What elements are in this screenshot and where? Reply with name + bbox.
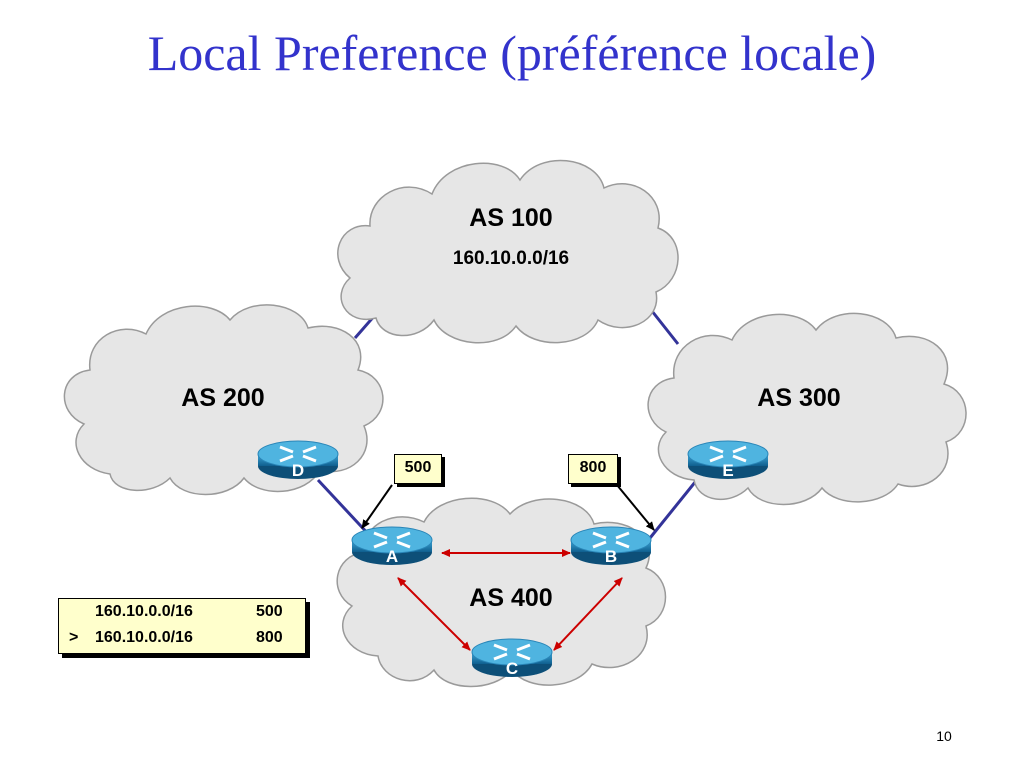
local-pref-800-text: 800 [579, 459, 607, 476]
router-c-icon[interactable]: C [470, 637, 554, 679]
bgp-table: 160.10.0.0/16 500 > 160.10.0.0/16 800 [58, 598, 306, 654]
route-prefix: 160.10.0.0/16 [95, 603, 193, 620]
local-pref-500-text: 500 [404, 459, 432, 476]
ibgp-arrow-a-c [397, 577, 471, 651]
as100-label: AS 100 [469, 204, 552, 232]
router-b-icon[interactable]: B [569, 525, 653, 567]
ebgp-links [316, 305, 702, 540]
table-row: > 160.10.0.0/16 800 [59, 626, 305, 650]
pointer-arrow-500 [361, 484, 393, 529]
table-row: 160.10.0.0/16 500 [59, 600, 305, 624]
slide-title: Local Preference (préférence locale) [147, 25, 877, 81]
as300-label: AS 300 [757, 384, 840, 412]
router-e-label: E [722, 461, 733, 480]
link-e-b [648, 475, 702, 539]
link-d-a [316, 478, 374, 540]
cloud-as100 [337, 159, 679, 344]
route-local-pref: 800 [256, 629, 283, 646]
router-a-label: A [386, 547, 398, 566]
router-b-label: B [605, 547, 617, 566]
router-c-label: C [506, 659, 518, 678]
ibgp-links [397, 549, 623, 651]
router-d-label: D [292, 461, 304, 480]
ibgp-arrow-b-c [553, 577, 623, 651]
router-d-icon[interactable]: D [256, 439, 340, 481]
slide-number: 10 [936, 728, 952, 744]
as100-prefix: 160.10.0.0/16 [453, 248, 569, 269]
as200-label: AS 200 [181, 384, 264, 412]
local-pref-500-box: 500 [394, 454, 442, 484]
router-a-icon[interactable]: A [350, 525, 434, 567]
pointer-arrow-800 [616, 484, 655, 531]
route-local-pref: 500 [256, 603, 283, 620]
as400-label: AS 400 [469, 584, 552, 612]
router-e-icon[interactable]: E [686, 439, 770, 481]
route-prefix: 160.10.0.0/16 [95, 629, 193, 646]
best-route-marker: > [69, 629, 79, 646]
local-pref-800-box: 800 [568, 454, 618, 484]
